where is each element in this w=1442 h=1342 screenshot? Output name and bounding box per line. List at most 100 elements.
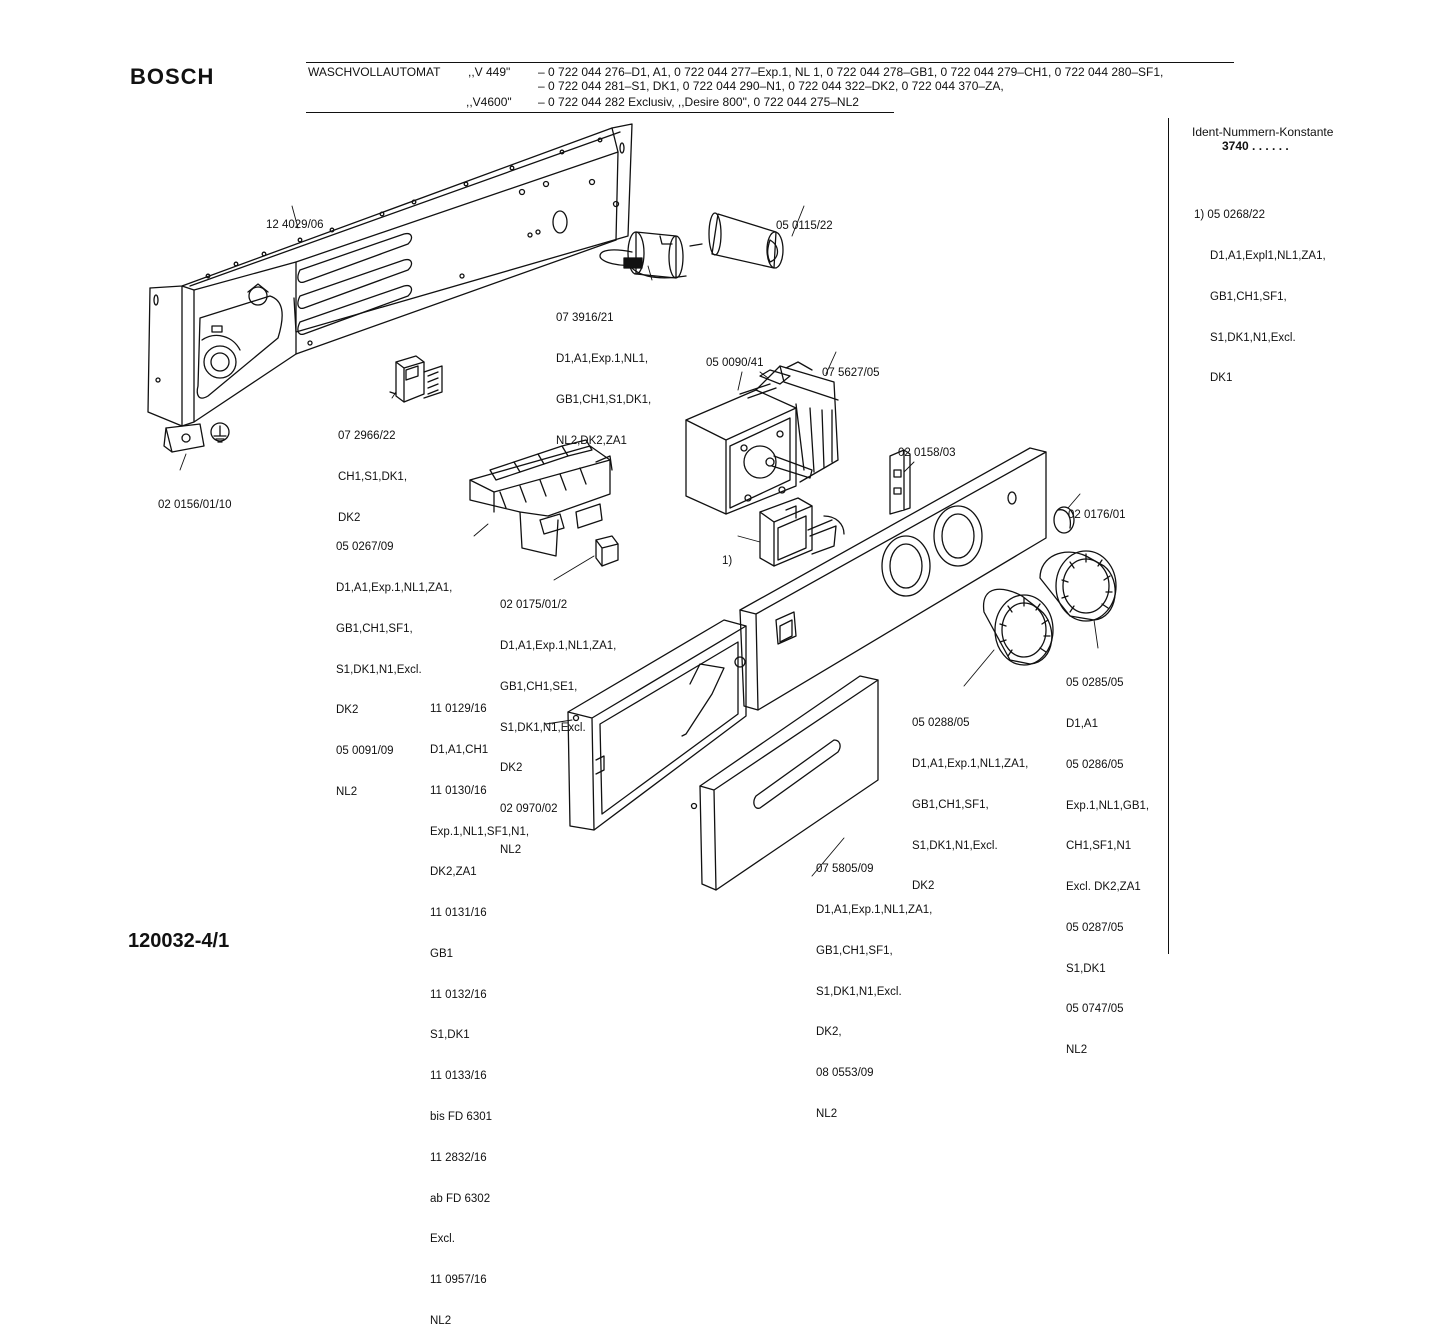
label-line: DK2 (338, 511, 361, 524)
label-line: NL2 (336, 785, 358, 798)
label-line: Exp.1,NL1,SF1,N1, (430, 825, 530, 838)
push-button-part (596, 536, 618, 566)
label-line: 05 0115/22 (776, 220, 833, 233)
label-line: NL2 (500, 843, 522, 856)
label-line: 07 5805/09 (816, 863, 874, 876)
part-label-02-0156: 02 0156/01/10 (158, 472, 232, 526)
label-line: GB1 (430, 947, 454, 960)
label-line: S1,DK1 (1066, 962, 1106, 975)
footnote-line: DK1 (1210, 372, 1233, 385)
lamp-lens-part (1054, 507, 1074, 533)
label-line: GB1,CH1,SF1, (816, 944, 893, 957)
label-line: D1,A1,Exp.1,NL1,ZA1, (500, 639, 617, 652)
label-line: S1,DK1,N1,Excl. (500, 721, 586, 734)
front-fascia-panel (740, 448, 1046, 710)
label-line: NL2 (1066, 1044, 1088, 1057)
label-line: S1,DK1,N1,Excl. (816, 985, 902, 998)
label-line: 05 0285/05 (1066, 677, 1124, 690)
label-line: S1,DK1,N1,Excl. (336, 663, 422, 676)
label-line: D1,A1,Exp.1,NL1, (556, 352, 649, 365)
leader-lines (180, 206, 1098, 876)
label-line: 05 0267/09 (336, 541, 394, 554)
label-line: GB1,CH1,S1,DK1, (556, 393, 652, 406)
label-line: DK2 (336, 704, 359, 717)
product-name: WASCHVOLLAUTOMAT (308, 65, 441, 79)
label-line: 07 5627/05 (822, 367, 880, 380)
thermostat-selector-part (760, 498, 844, 566)
part-label-05-0267: 05 0267/09 D1,A1,Exp.1,NL1,ZA1, GB1,CH1,… (336, 514, 452, 813)
header-top-rule (306, 62, 1234, 63)
document-number: 120032-4/1 (128, 930, 230, 952)
sidebar-footnote: 1) 05 0268/22 D1,A1,Expl1,NL1,ZA1, GB1,C… (1194, 182, 1326, 400)
part-label-02-0158: 02 0158/03 (898, 420, 956, 474)
part-label-07-2966: 07 2966/22 CH1,S1,DK1, DK2 (338, 403, 407, 539)
label-line: S1,DK1 (430, 1029, 470, 1042)
part-label-02-0176: 02 0176/01 (1068, 482, 1126, 536)
label-line: 12 4029/06 (266, 219, 324, 232)
label-line: 11 0129/16 (430, 703, 487, 716)
label-line: 05 0090/41 (706, 357, 764, 370)
sidebar-divider (1168, 118, 1169, 954)
control-panel-frame (148, 124, 632, 426)
label-line: 02 0156/01/10 (158, 499, 232, 512)
label-line: GB1,CH1,SF1, (912, 798, 989, 811)
exploded-parts-drawing (0, 0, 1442, 1019)
part-label-12-4029: 12 4029/06 (266, 192, 324, 246)
label-line: GB1,CH1,SF1, (336, 622, 413, 635)
part-label-05-0288: 05 0288/05 D1,A1,Exp.1,NL1,ZA1, GB1,CH1,… (912, 690, 1028, 908)
footnote-line: S1,DK1,N1,Excl. (1210, 331, 1296, 344)
label-line: 1) (722, 555, 733, 568)
drawer-cover-part (692, 676, 879, 890)
brand-logo: BOSCH (130, 64, 215, 89)
label-line: Excl. DK2,ZA1 (1066, 881, 1141, 894)
selector-knob-medium (984, 589, 1053, 665)
label-line: ab FD 6302 (430, 1192, 491, 1205)
label-line: NL2 (816, 1107, 838, 1120)
label-line: D1,A1,Exp.1,NL1,ZA1, (912, 757, 1029, 770)
indicator-lamp-part (890, 450, 910, 514)
capacitor-part (600, 232, 702, 278)
label-line: GB1,CH1,SE1, (500, 680, 578, 693)
selector-knob-large (1040, 551, 1116, 621)
variant-line-3: – 0 722 044 282 Exclusiv, ,,Desire 800",… (538, 95, 859, 109)
label-line: 07 2966/22 (338, 430, 396, 443)
label-line: Exp.1,NL1,GB1, (1066, 799, 1150, 812)
footnote-line: D1,A1,Expl1,NL1,ZA1, (1210, 249, 1326, 262)
label-line: 08 0553/09 (816, 1067, 874, 1080)
label-line: 02 0175/01/2 (500, 599, 568, 612)
label-line: 05 0288/05 (912, 717, 970, 730)
label-line: D1,A1 (1066, 717, 1098, 730)
label-line: 07 3916/21 (556, 312, 614, 325)
label-line: 05 0286/05 (1066, 758, 1124, 771)
label-line: 02 0176/01 (1068, 509, 1126, 522)
label-line: 11 0133/16 (430, 1070, 487, 1083)
variant-line-1: – 0 722 044 276–D1, A1, 0 722 044 277–Ex… (538, 65, 1164, 79)
model-v4600: ,,V4600" (466, 95, 512, 109)
ground-clip-part (164, 423, 229, 452)
part-label-07-5627: 07 5627/05 (822, 340, 880, 394)
programme-timer-part (686, 362, 838, 514)
footnote-line: 1) 05 0268/22 (1194, 209, 1265, 222)
part-label-11-0129: 11 0129/16 D1,A1,CH1 11 0130/16 Exp.1,NL… (430, 676, 529, 1342)
label-line: D1,A1,Exp.1,NL1,ZA1, (336, 581, 453, 594)
label-line: 11 0132/16 (430, 988, 487, 1001)
capacitor-clamp-part (709, 213, 783, 268)
label-line: NL2,DK2,ZA1 (556, 434, 627, 447)
footnote-line: GB1,CH1,SF1, (1210, 290, 1287, 303)
label-line: 11 0957/16 (430, 1274, 487, 1287)
label-line: CH1,S1,DK1, (338, 470, 408, 483)
label-line: 11 2832/16 (430, 1151, 487, 1164)
model-v449: ,,V 449" (468, 65, 511, 79)
header-bottom-rule (306, 112, 894, 113)
label-line: DK2,ZA1 (430, 866, 477, 879)
relay-part (390, 356, 442, 402)
sidebar-constant: 3740 . . . . . . (1222, 139, 1289, 153)
label-line: 02 0970/02 (500, 803, 558, 816)
variant-line-2: – 0 722 044 281–S1, DK1, 0 722 044 290–N… (538, 79, 1004, 93)
label-line: 05 0747/05 (1066, 1003, 1124, 1016)
sidebar-title: Ident-Nummern-Konstante (1192, 125, 1334, 139)
label-line: CH1,SF1,N1 (1066, 840, 1132, 853)
part-label-05-0115: 05 0115/22 (776, 193, 833, 247)
label-line: bis FD 6301 (430, 1111, 493, 1123)
label-line: 02 0158/03 (898, 447, 956, 460)
